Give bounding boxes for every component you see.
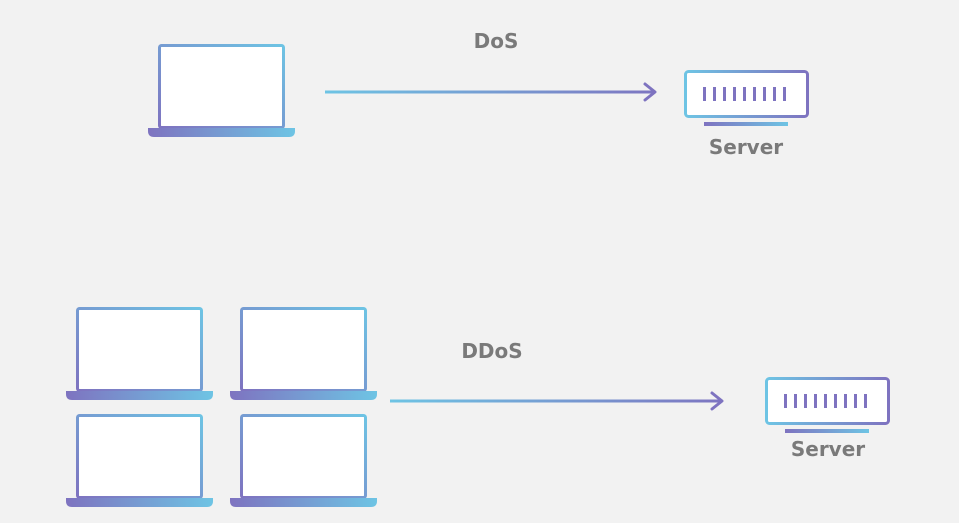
laptop-icon [228,414,379,509]
ddos-server-label: Server [791,437,865,461]
dos-label: DoS [474,29,519,53]
server-icon [765,377,890,435]
ddos-arrow-icon [390,391,724,411]
dos-arrow-icon [325,82,657,102]
dos-section: DoS Server [146,29,809,159]
laptop-icon [64,307,215,402]
laptop-icon [146,44,297,139]
laptop-icon [64,414,215,509]
ddos-section: DDoS Server [64,307,890,509]
laptop-icon [228,307,379,402]
dos-server-label: Server [709,135,783,159]
server-icon [684,70,809,128]
ddos-label: DDoS [461,339,522,363]
